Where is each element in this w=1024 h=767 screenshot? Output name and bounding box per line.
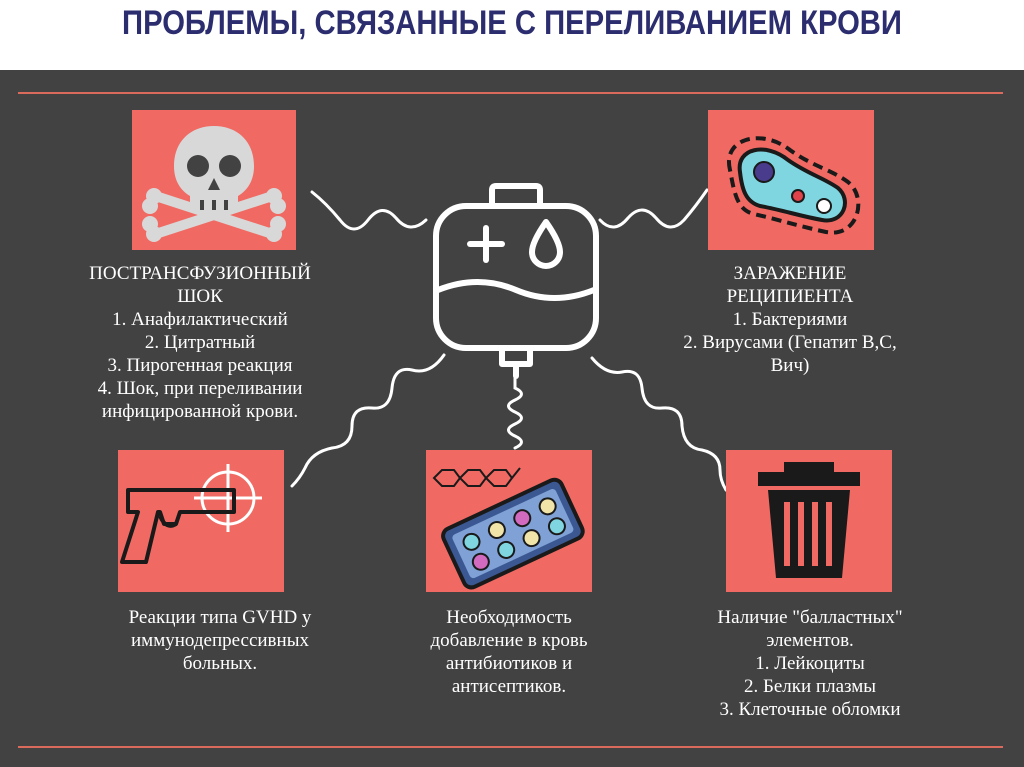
ballast-line-4: 2. Белки плазмы (743, 676, 877, 697)
infection-line-2: РЕЦИПИЕНТА (726, 286, 854, 307)
connector-lines (290, 188, 728, 492)
connector-to-antibiotics (507, 366, 523, 450)
ballast-text: Наличие "балластных" элементов. 1. Лейко… (660, 606, 960, 721)
ballast-line-5: 3. Клеточные обломки (719, 699, 901, 720)
page-title: ПРОБЛЕМЫ, СВЯЗАННЫЕ С ПЕРЕЛИВАНИЕМ КРОВИ (122, 4, 902, 42)
gvhd-line-1: Реакции типа GVHD у (128, 607, 312, 628)
shock-line-7: инфицированной крови. (101, 401, 299, 422)
shock-line-2: ШОК (177, 286, 223, 307)
connector-to-infection (598, 188, 709, 229)
connector-to-ballast (590, 356, 728, 492)
gvhd-line-3: больных. (182, 653, 258, 674)
shock-text: ПОСТРАНСФУЗИОННЫЙ ШОК 1. Анафилактически… (20, 262, 380, 423)
connector-to-gvhd (290, 353, 446, 488)
antibiotics-line-3: антибиотиков и (445, 653, 573, 674)
skull-crossbones-icon (142, 126, 286, 242)
ballast-line-3: 1. Лейкоциты (755, 653, 865, 674)
blood-bag-icon (433, 183, 599, 379)
infection-line-4: 2. Вирусами (Гепатит В,С, (683, 332, 897, 353)
shock-line-6: 4. Шок, при переливании (97, 378, 303, 399)
ballast-tile (726, 450, 892, 592)
connector-to-shock (310, 190, 428, 231)
ballast-line-1: Наличие "балластных" (717, 607, 903, 628)
diagram-panel: ПОСТРАНСФУЗИОННЫЙ ШОК 1. Анафилактически… (0, 70, 1024, 767)
shock-line-3: 1. Анафилактический (112, 309, 288, 330)
gvhd-tile (118, 450, 284, 592)
gvhd-line-2: иммунодепрессивных (131, 630, 309, 651)
antibiotics-line-2: добавление в кровь (430, 630, 588, 651)
antibiotics-line-1: Необходимость (446, 607, 572, 628)
trash-can-icon (758, 462, 860, 578)
antibiotics-text: Необходимость добавление в кровь антибио… (384, 606, 634, 698)
bottom-divider (18, 746, 1003, 748)
pills-molecule-icon (432, 467, 585, 590)
infection-line-1: ЗАРАЖЕНИЕ (733, 263, 847, 284)
header: ПРОБЛЕМЫ, СВЯЗАННЫЕ С ПЕРЕЛИВАНИЕМ КРОВИ (0, 0, 1024, 70)
antibiotics-tile (426, 450, 592, 592)
antibiotics-line-4: антисептиков. (451, 676, 567, 697)
shock-line-5: 3. Пирогенная реакция (107, 355, 293, 376)
infection-text: ЗАРАЖЕНИЕ РЕЦИПИЕНТА 1. Бактериями 2. Ви… (640, 262, 940, 377)
infection-line-5: Вич) (770, 355, 810, 376)
shock-line-4: 2. Цитратный (144, 332, 256, 353)
ballast-line-2: элементов. (766, 630, 854, 651)
infection-line-3: 1. Бактериями (732, 309, 848, 330)
gun-target-icon (120, 464, 262, 564)
infection-tile (708, 110, 874, 250)
top-divider (18, 92, 1003, 94)
bacteria-icon (726, 136, 861, 235)
gvhd-text: Реакции типа GVHD у иммунодепрессивных б… (60, 606, 380, 675)
shock-tile (132, 110, 296, 250)
shock-line-1: ПОСТРАНСФУЗИОННЫЙ (89, 263, 311, 284)
